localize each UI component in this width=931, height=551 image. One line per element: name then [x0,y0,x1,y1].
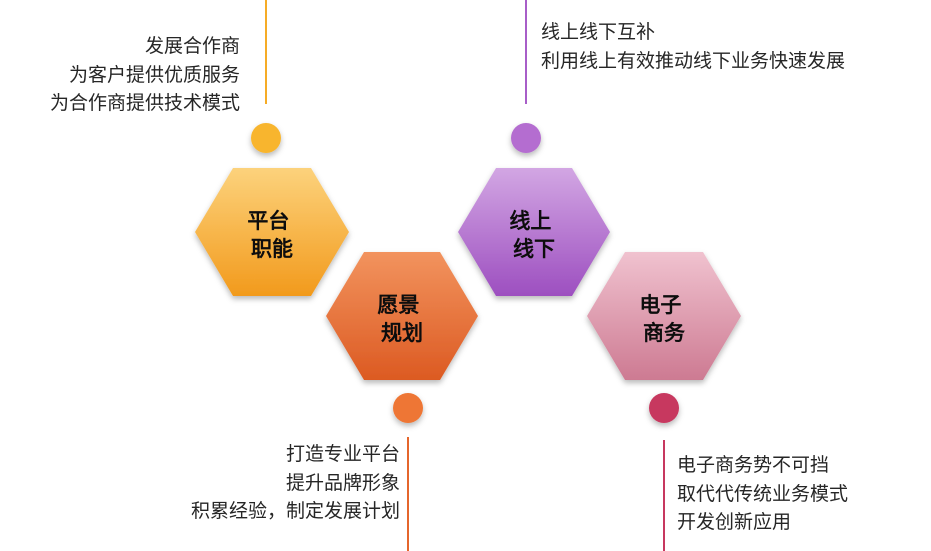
description-line: 开发创新应用 [677,511,792,533]
description-line: 发展合作商 [144,35,240,57]
description-line: 电子商务势不可挡 [677,454,830,476]
description-line: 提升品牌形象 [285,471,400,494]
dot-ecommerce [649,393,679,423]
hexagon-title-online: 线上 线下 [509,209,558,261]
description-ecommerce: 电子商务势不可挡 取代代传统业务模式 开发创新应用 [677,451,848,537]
description-line: 取代代传统业务模式 [677,482,849,505]
description-online: 线上线下互补 利用线上有效推动线下业务快速发展 [541,18,845,75]
dot-online [511,123,541,153]
description-platform: 发展合作商 为客户提供优质服务 为合作商提供技术模式 [50,32,240,118]
hexagon-title-platform: 平台 职能 [247,209,296,261]
hexagon-title-vision: 愿景 规划 [377,293,426,345]
hexagon-platform: 平台 职能 [195,168,349,296]
hexagon-title-ecommerce: 电子 商务 [639,293,688,345]
description-line: 打造专业平台 [285,443,400,465]
dot-vision [393,393,423,423]
description-line: 为客户提供优质服务 [68,63,240,86]
hexagon-ecommerce: 电子 商务 [587,252,741,380]
description-line: 利用线上有效推动线下业务快速发展 [541,49,846,72]
hexagon-vision: 愿景 规划 [326,252,478,380]
dot-platform [251,123,281,153]
description-vision: 打造专业平台 提升品牌形象 积累经验，制定发展计划 [191,440,400,526]
description-line: 为合作商提供技术模式 [49,92,240,114]
hexagon-online: 线上 线下 [458,168,610,296]
description-line: 线上线下互补 [541,21,656,43]
description-line: 积累经验，制定发展计划 [190,500,400,522]
